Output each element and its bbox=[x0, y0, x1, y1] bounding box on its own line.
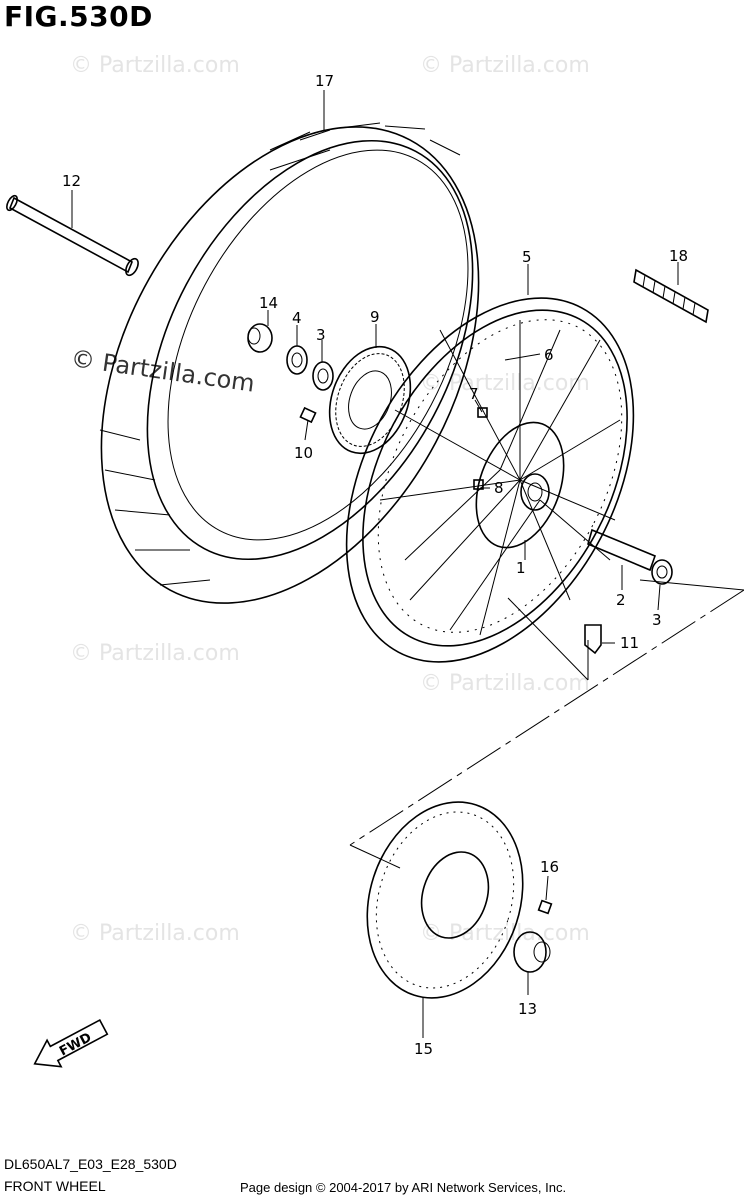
callout-18: 18 bbox=[669, 247, 688, 265]
callout-leaders bbox=[71, 90, 679, 1038]
credit-text: Page design © 2004-2017 by ARI Network S… bbox=[240, 1180, 567, 1195]
callout-1: 1 bbox=[516, 559, 526, 577]
watermark: © Partzilla.com bbox=[70, 921, 240, 946]
bearing-part-3-right[interactable] bbox=[651, 559, 673, 585]
callout-9: 9 bbox=[370, 308, 380, 326]
callout-7: 7 bbox=[469, 385, 479, 403]
callout-15: 15 bbox=[414, 1040, 433, 1058]
weight-part-18[interactable] bbox=[633, 268, 709, 324]
hub-part-1[interactable] bbox=[460, 410, 580, 560]
section-name: FRONT WHEEL bbox=[4, 1178, 106, 1194]
brake-disc-part-15[interactable] bbox=[343, 782, 547, 1019]
callout-3: 3 bbox=[652, 611, 662, 629]
callout-5: 5 bbox=[522, 248, 532, 266]
bearing-part-3-left[interactable] bbox=[312, 361, 334, 391]
callout-11: 11 bbox=[620, 634, 639, 652]
watermark: © Partzilla.com bbox=[70, 53, 240, 78]
callout-3: 3 bbox=[316, 326, 326, 344]
watermark-dark: © Partzilla.com bbox=[69, 344, 256, 398]
axle-part-12[interactable] bbox=[5, 194, 141, 277]
callout-13: 13 bbox=[518, 1000, 537, 1018]
callout-6: 6 bbox=[544, 346, 554, 364]
seal-part-4[interactable] bbox=[286, 345, 308, 375]
callout-14: 14 bbox=[259, 294, 278, 312]
assembly-lines bbox=[349, 579, 744, 869]
screw-part-10[interactable] bbox=[299, 406, 317, 424]
tire-part-17[interactable] bbox=[25, 62, 556, 667]
arrow-left-down-icon: FWD bbox=[33, 1019, 109, 1068]
watermark: © Partzilla.com bbox=[70, 641, 240, 666]
spacer-part-14[interactable] bbox=[247, 323, 273, 353]
bolt-part-7[interactable] bbox=[477, 407, 488, 418]
model-code: DL650AL7_E03_E28_530D bbox=[4, 1156, 177, 1172]
spacer-part-2[interactable] bbox=[587, 528, 657, 572]
spokes-part-6[interactable] bbox=[379, 320, 621, 636]
callout-2: 2 bbox=[616, 591, 626, 609]
callout-10: 10 bbox=[294, 444, 313, 462]
collar-part-13[interactable] bbox=[513, 931, 551, 973]
watermark: © Partzilla.com bbox=[420, 53, 590, 78]
callout-16: 16 bbox=[540, 858, 559, 876]
callout-17: 17 bbox=[315, 72, 334, 90]
callout-4: 4 bbox=[292, 309, 302, 327]
callout-8: 8 bbox=[494, 479, 504, 497]
figure-title: FIG.530D bbox=[4, 0, 153, 33]
valve-part-11[interactable] bbox=[584, 624, 602, 655]
watermark: © Partzilla.com bbox=[420, 921, 590, 946]
watermark-group: © Partzilla.com © Partzilla.com © Partzi… bbox=[69, 53, 590, 946]
callout-12: 12 bbox=[62, 172, 81, 190]
bolt-part-8[interactable] bbox=[473, 479, 484, 490]
bolt-part-16[interactable] bbox=[537, 899, 553, 915]
watermark: © Partzilla.com bbox=[420, 671, 590, 696]
